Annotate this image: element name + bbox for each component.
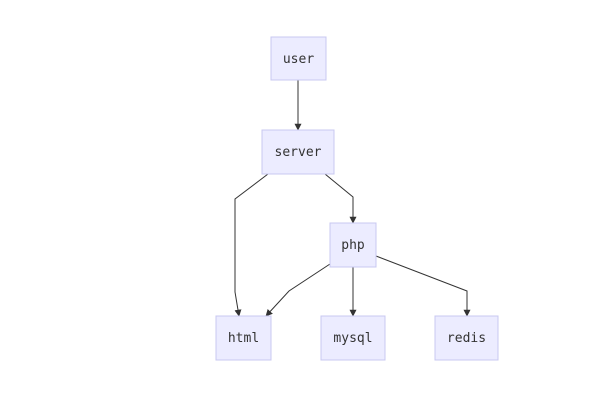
node-user[interactable]: user xyxy=(270,36,327,81)
edge-php-redis xyxy=(375,255,471,317)
edges xyxy=(234,80,471,317)
node-server-box xyxy=(261,129,335,175)
node-php-label: php xyxy=(341,238,365,253)
node-user-box xyxy=(270,36,327,81)
node-server[interactable]: server xyxy=(261,129,335,175)
node-php-box xyxy=(329,222,377,268)
node-user-label: user xyxy=(283,52,314,67)
node-redis-label: redis xyxy=(447,331,486,346)
node-mysql[interactable]: mysql xyxy=(320,315,386,361)
node-mysql-box xyxy=(320,315,386,361)
node-redis-box xyxy=(434,315,499,361)
edge-server-php xyxy=(324,173,357,224)
edge-server-html xyxy=(234,173,269,317)
node-html[interactable]: html xyxy=(215,315,272,361)
edge-php-html xyxy=(265,263,331,317)
node-php[interactable]: php xyxy=(329,222,377,268)
node-mysql-label: mysql xyxy=(333,331,372,346)
node-redis[interactable]: redis xyxy=(434,315,499,361)
node-html-label: html xyxy=(228,331,259,346)
node-server-label: server xyxy=(275,145,322,160)
node-html-box xyxy=(215,315,272,361)
